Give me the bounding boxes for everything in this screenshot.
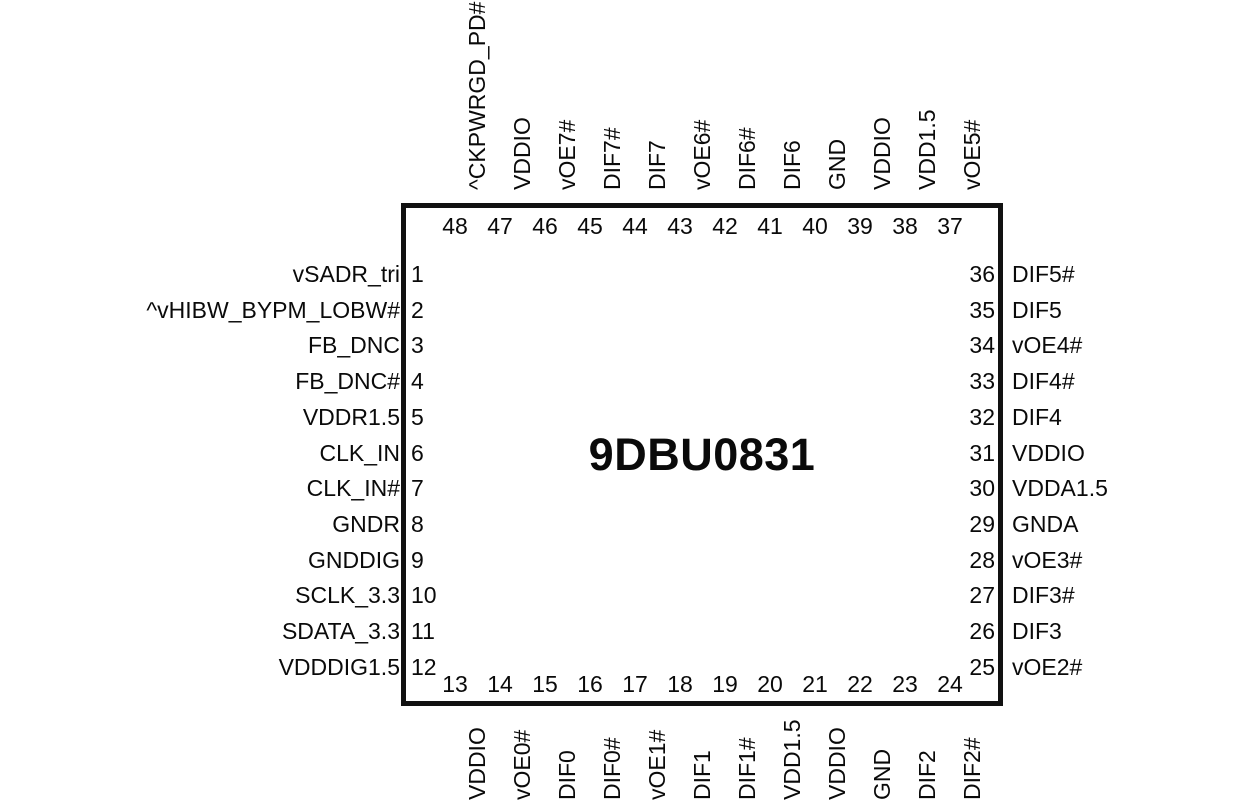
pin-label-8: GNDR (332, 511, 400, 537)
pin-label-32: DIF4 (1012, 404, 1062, 430)
pin-number-16: 16 (577, 671, 603, 697)
pin-number-7: 7 (411, 475, 424, 501)
pin-number-23: 23 (892, 671, 918, 697)
pin-number-6: 6 (411, 440, 424, 466)
pin-label-9: GNDDIG (308, 547, 400, 573)
pin-number-20: 20 (757, 671, 783, 697)
pin-number-19: 19 (712, 671, 738, 697)
pin-number-1: 1 (411, 261, 424, 287)
pin-number-40: 40 (802, 213, 828, 239)
pin-label-31: VDDIO (1012, 440, 1085, 466)
pin-label-33: DIF4# (1012, 368, 1075, 394)
pin-number-21: 21 (802, 671, 828, 697)
pin-label-38: VDD1.5 (914, 109, 940, 190)
pin-number-37: 37 (937, 213, 963, 239)
pin-number-39: 39 (847, 213, 873, 239)
pin-label-20: VDD1.5 (779, 719, 805, 800)
pin-label-4: FB_DNC# (295, 368, 400, 394)
pin-label-12: VDDDIG1.5 (278, 654, 400, 680)
pin-label-18: DIF1 (689, 750, 715, 800)
pin-number-44: 44 (622, 213, 648, 239)
pin-number-8: 8 (411, 511, 424, 537)
pin-label-40: GND (824, 138, 850, 190)
pin-number-14: 14 (487, 671, 513, 697)
pin-label-3: FB_DNC (307, 332, 400, 358)
pin-label-37: vOE5# (959, 119, 985, 190)
pin-number-34: 34 (969, 332, 995, 358)
pin-label-42: DIF6# (734, 127, 760, 190)
pin-number-30: 30 (969, 475, 995, 501)
pin-label-44: DIF7 (644, 140, 670, 190)
pin-number-22: 22 (847, 671, 873, 697)
pin-label-43: vOE6# (689, 119, 715, 190)
pin-label-39: VDDIO (869, 117, 895, 190)
pin-number-38: 38 (892, 213, 918, 239)
pin-number-45: 45 (577, 213, 603, 239)
pin-number-47: 47 (487, 213, 513, 239)
pin-label-7: CLK_IN# (306, 475, 400, 501)
pin-number-43: 43 (667, 213, 693, 239)
pin-number-15: 15 (532, 671, 558, 697)
pin-label-10: SCLK_3.3 (295, 582, 400, 608)
pin-label-16: DIF0# (599, 737, 625, 800)
pin-label-46: vOE7# (554, 119, 580, 190)
pin-number-35: 35 (969, 297, 995, 323)
pin-label-30: VDDA1.5 (1012, 475, 1108, 501)
pin-label-34: vOE4# (1012, 332, 1083, 358)
pin-number-13: 13 (442, 671, 468, 697)
pin-label-24: DIF2# (959, 737, 985, 800)
pin-number-17: 17 (622, 671, 648, 697)
pin-label-47: VDDIO (509, 117, 535, 190)
pin-number-42: 42 (712, 213, 738, 239)
pin-label-45: DIF7# (599, 127, 625, 190)
pin-label-35: DIF5 (1012, 297, 1062, 323)
pin-number-48: 48 (442, 213, 468, 239)
pin-label-6: CLK_IN (319, 440, 400, 466)
pin-label-28: vOE3# (1012, 547, 1083, 573)
pin-number-9: 9 (411, 547, 424, 573)
pin-number-2: 2 (411, 297, 424, 323)
pin-number-18: 18 (667, 671, 693, 697)
pin-number-27: 27 (969, 582, 995, 608)
pin-number-25: 25 (969, 654, 995, 680)
pin-number-32: 32 (969, 404, 995, 430)
pin-number-12: 12 (411, 654, 437, 680)
chip-outline (401, 203, 1003, 706)
pin-label-2: ^vHIBW_BYPM_LOBW# (146, 297, 400, 323)
part-number-label: 9DBU0831 (588, 429, 816, 480)
pin-label-29: GNDA (1012, 511, 1079, 537)
pin-label-14: vOE0# (509, 729, 535, 800)
pin-number-10: 10 (411, 582, 437, 608)
pin-label-5: VDDR1.5 (302, 404, 400, 430)
pin-number-46: 46 (532, 213, 558, 239)
pin-label-22: GND (869, 748, 895, 800)
pin-label-19: DIF1# (734, 737, 760, 800)
pin-number-26: 26 (969, 618, 995, 644)
pin-number-29: 29 (969, 511, 995, 537)
pin-number-36: 36 (969, 261, 995, 287)
pin-label-13: VDDIO (464, 727, 490, 800)
pin-label-11: SDATA_3.3 (281, 618, 400, 644)
pin-label-27: DIF3# (1012, 582, 1075, 608)
pin-label-48: ^CKPWRGD_PD# (464, 1, 490, 190)
pin-number-28: 28 (969, 547, 995, 573)
pin-number-5: 5 (411, 404, 424, 430)
pin-number-24: 24 (937, 671, 963, 697)
pin-number-11: 11 (411, 618, 435, 644)
pin-number-4: 4 (411, 368, 424, 394)
pin-label-25: vOE2# (1012, 654, 1083, 680)
pin-number-31: 31 (969, 440, 995, 466)
pin-label-26: DIF3 (1012, 618, 1062, 644)
pin-label-41: DIF6 (779, 140, 805, 190)
pin-number-33: 33 (969, 368, 995, 394)
pin-label-1: vSADR_tri (292, 261, 400, 287)
pin-number-41: 41 (757, 213, 783, 239)
pin-label-23: DIF2 (914, 750, 940, 800)
pin-number-3: 3 (411, 332, 424, 358)
pin-label-21: VDDIO (824, 727, 850, 800)
pin-label-15: DIF0 (554, 750, 580, 800)
pin-label-36: DIF5# (1012, 261, 1075, 287)
pin-label-17: vOE1# (644, 729, 670, 800)
